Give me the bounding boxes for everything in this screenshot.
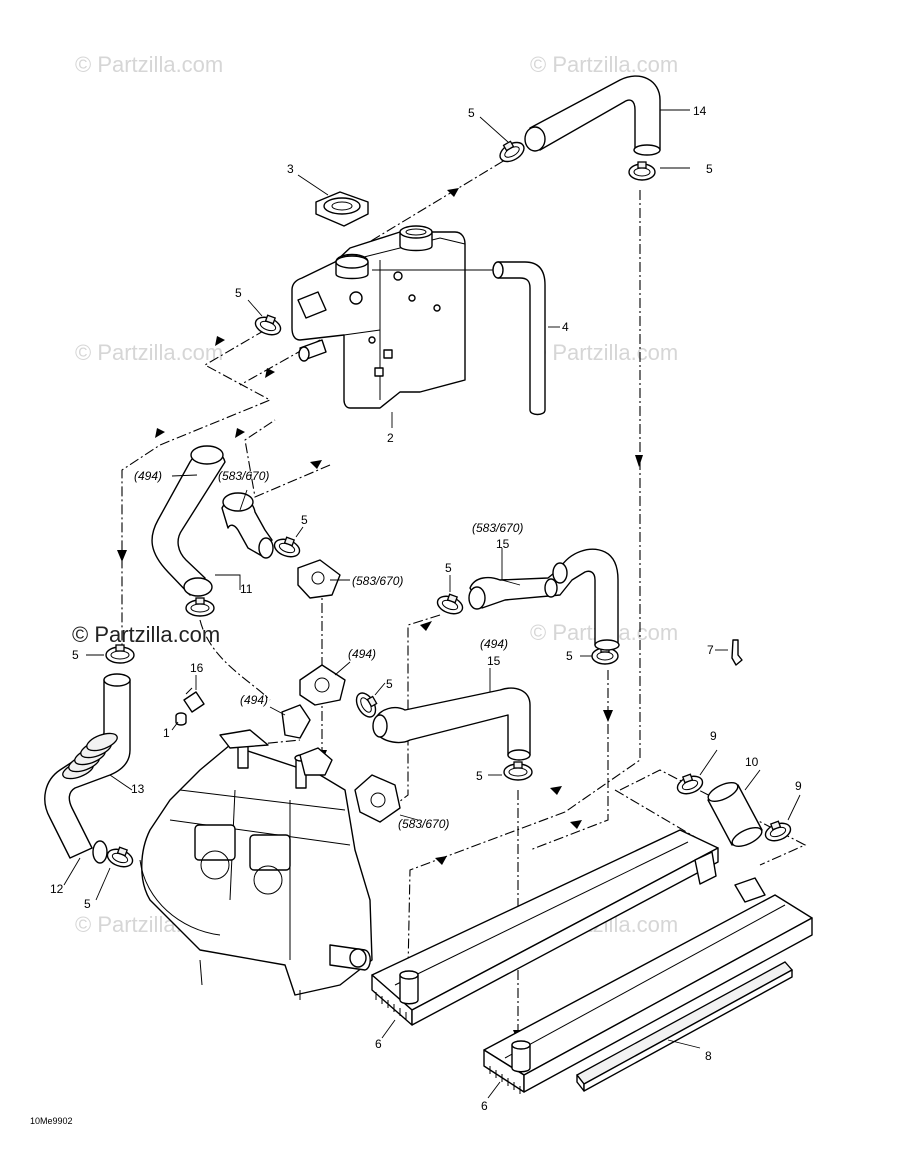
clamp-5 [105, 644, 135, 664]
radiator-6-left [371, 829, 719, 1026]
thermostat-housing [281, 559, 401, 823]
watermark: © Partzilla.com [72, 622, 220, 647]
clamp-5 [273, 536, 301, 558]
variant-label: (583/670) [398, 817, 449, 831]
callout-10: 10 [745, 755, 759, 769]
cooling-fins [375, 992, 407, 1020]
corrugated-bellows [62, 732, 118, 780]
callout-5: 5 [468, 106, 475, 120]
clamp-9 [764, 820, 792, 842]
callout-5: 5 [72, 648, 79, 662]
callout-6: 6 [481, 1099, 488, 1113]
hose-14 [524, 75, 661, 156]
cooling-fins [489, 1066, 521, 1094]
callout-3: 3 [287, 162, 294, 176]
variant-label: (494) [240, 693, 268, 707]
temperature-sensor-16 [175, 687, 205, 726]
drawing-code: 10Me9902 [30, 1116, 73, 1126]
variant-label: (583/670) [352, 574, 403, 588]
variant-label: (494) [480, 637, 508, 651]
callout-6: 6 [375, 1037, 382, 1051]
variant-label: (494) [348, 647, 376, 661]
callout-12: 12 [50, 882, 64, 896]
clamp-5 [628, 161, 656, 181]
clamp-5 [106, 846, 134, 868]
connector-tube-10 [707, 782, 763, 847]
variant-label: (583/670) [218, 469, 269, 483]
hose-clamps [105, 140, 792, 868]
callout-2: 2 [387, 431, 394, 445]
callout-4: 4 [562, 320, 569, 334]
callout-5: 5 [235, 286, 242, 300]
radiator-cap-3 [315, 191, 369, 227]
clamp-5 [503, 761, 533, 781]
engine-block [139, 729, 373, 1000]
callout-5: 5 [706, 162, 713, 176]
callout-5: 5 [84, 897, 91, 911]
leader-lines [63, 109, 801, 1099]
callout-13: 13 [131, 782, 145, 796]
clamp-9 [676, 773, 704, 795]
clamp-5 [355, 692, 378, 718]
callout-7: 7 [707, 643, 714, 657]
cable-tie-7 [731, 639, 743, 666]
callout-16: 16 [190, 661, 204, 675]
callout-9: 9 [710, 729, 717, 743]
callout-15: 15 [496, 537, 510, 551]
hose-583-upper [221, 492, 274, 559]
variant-label: (494) [134, 469, 162, 483]
hose-15-upper [468, 548, 620, 651]
clamp-5 [254, 314, 282, 336]
callout-5: 5 [566, 649, 573, 663]
radiator-6-right [483, 877, 813, 1094]
callout-9: 9 [795, 779, 802, 793]
hose-494-upper [151, 445, 226, 597]
callout-5: 5 [301, 513, 308, 527]
callout-14: 14 [693, 104, 707, 118]
watermark: © Partzilla.com [75, 340, 223, 365]
hose-12-13 [44, 673, 131, 864]
callout-15: 15 [487, 654, 501, 668]
clamp-11 [185, 597, 215, 617]
watermark: © Partzilla.com [530, 340, 678, 365]
watermark: © Partzilla.com [530, 52, 678, 77]
hose-15-lower [372, 687, 531, 761]
callout-5: 5 [476, 769, 483, 783]
clamp-5 [436, 593, 464, 615]
callout-5: 5 [445, 561, 452, 575]
variant-label: (583/670) [472, 521, 523, 535]
callout-5: 5 [386, 677, 393, 691]
callout-11: 11 [240, 582, 253, 596]
clamp-5 [499, 140, 525, 163]
callout-8: 8 [705, 1049, 712, 1063]
protector-strip-8 [576, 961, 794, 1092]
overflow-hose-4 [372, 261, 546, 416]
coolant-tank-2 [291, 225, 466, 409]
callout-1: 1 [163, 726, 170, 740]
watermark: © Partzilla.com [75, 52, 223, 77]
callout-labels: 5 14 5 3 5 4 2 (494) (583/670) 5 (583/67… [50, 104, 802, 1113]
